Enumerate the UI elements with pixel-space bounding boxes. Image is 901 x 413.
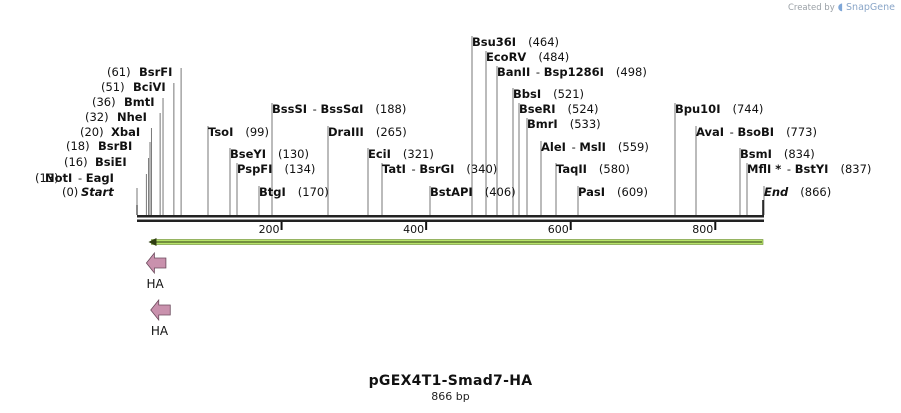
cut-site-label: BseRI(524) bbox=[519, 102, 598, 116]
cut-site-label: BtgI(170) bbox=[259, 185, 329, 199]
credit-prefix: Created by bbox=[787, 2, 835, 13]
cut-site-label: (61)BsrFI bbox=[107, 65, 172, 79]
cut-site-label: (13)NotI - EagI bbox=[35, 171, 114, 185]
credit-brand: SnapGene bbox=[846, 2, 895, 13]
cut-site-label: BseYI(130) bbox=[230, 147, 309, 161]
cut-site-label: TatI - BsrGI(340) bbox=[382, 162, 497, 176]
cut-site-label: PasI(609) bbox=[578, 185, 648, 199]
cut-site-label: (20)XbaI bbox=[80, 125, 140, 139]
snapgene-logo-icon: ◖ bbox=[837, 2, 844, 13]
cut-site-label: (16)BsiEI bbox=[64, 155, 127, 169]
cut-site-label: EcoRV(484) bbox=[486, 50, 569, 64]
cut-site-label: (32)NheI bbox=[85, 110, 147, 124]
cut-site-labels: (0)Start(13)NotI - EagI (16)BsiEI (18)BsrB… bbox=[35, 35, 871, 199]
cut-site-label: AvaI - BsoBI(773) bbox=[696, 125, 817, 139]
orf-arrowhead-icon bbox=[148, 238, 157, 246]
ruler-tick-label: 800 bbox=[692, 223, 713, 236]
position-ruler: 200 400 600 800 bbox=[259, 222, 717, 236]
ha-feature-arrow-icon bbox=[150, 298, 171, 322]
cut-site-label: BbsI(521) bbox=[513, 87, 584, 101]
backbone-bottom-strand bbox=[137, 219, 764, 222]
cut-site-lines bbox=[136, 36, 765, 215]
plasmid-size: 866 bp bbox=[431, 390, 470, 403]
cut-site-label: PspFI(134) bbox=[237, 162, 315, 176]
cut-site-label: End(866) bbox=[764, 185, 831, 199]
plasmid-name: pGEX4T1-Smad7-HA bbox=[368, 373, 533, 389]
cut-site-label: DraIII(265) bbox=[328, 125, 407, 139]
sequence-backbone bbox=[137, 215, 764, 222]
cut-site-label: BstAPI(406) bbox=[430, 185, 516, 199]
orf-track bbox=[148, 238, 764, 246]
ruler-tick-label: 600 bbox=[548, 223, 569, 236]
cut-site-label: (36)BmtI bbox=[92, 95, 155, 109]
snapgene-credit: Created by ◖ SnapGene bbox=[788, 2, 895, 13]
cut-site-label: AleI - MslI(559) bbox=[541, 140, 649, 154]
cut-site-label: Bsu36I(464) bbox=[472, 35, 559, 49]
cut-site-label: (18)BsrBI bbox=[66, 139, 132, 153]
cut-site-label: TaqII(580) bbox=[556, 162, 630, 176]
cut-site-label: (51)BciVI bbox=[101, 80, 166, 94]
feature-track: HA HA bbox=[145, 251, 171, 338]
cut-site-label: BsmI(834) bbox=[740, 147, 815, 161]
cut-site-label: EciI(321) bbox=[368, 147, 434, 161]
ha-feature-arrow-icon bbox=[145, 251, 167, 275]
backbone-top-strand bbox=[137, 215, 764, 218]
ruler-tick-label: 400 bbox=[403, 223, 424, 236]
cut-site-label: BssSI - BssSαI(188) bbox=[272, 102, 406, 116]
cut-site-label: (0)Start bbox=[62, 185, 114, 199]
cut-site-label: BmrI(533) bbox=[527, 117, 601, 131]
cut-site-label: BanII - Bsp1286I(498) bbox=[497, 65, 647, 79]
ruler-tick-label: 200 bbox=[259, 223, 280, 236]
feature-label: HA bbox=[147, 277, 165, 291]
cut-site-label: MflI * - BstYI(837) bbox=[747, 162, 871, 176]
feature-label: HA bbox=[151, 324, 169, 338]
cut-site-label: Bpu10I(744) bbox=[675, 102, 763, 116]
cut-site-label: TsoI(99) bbox=[208, 125, 269, 139]
